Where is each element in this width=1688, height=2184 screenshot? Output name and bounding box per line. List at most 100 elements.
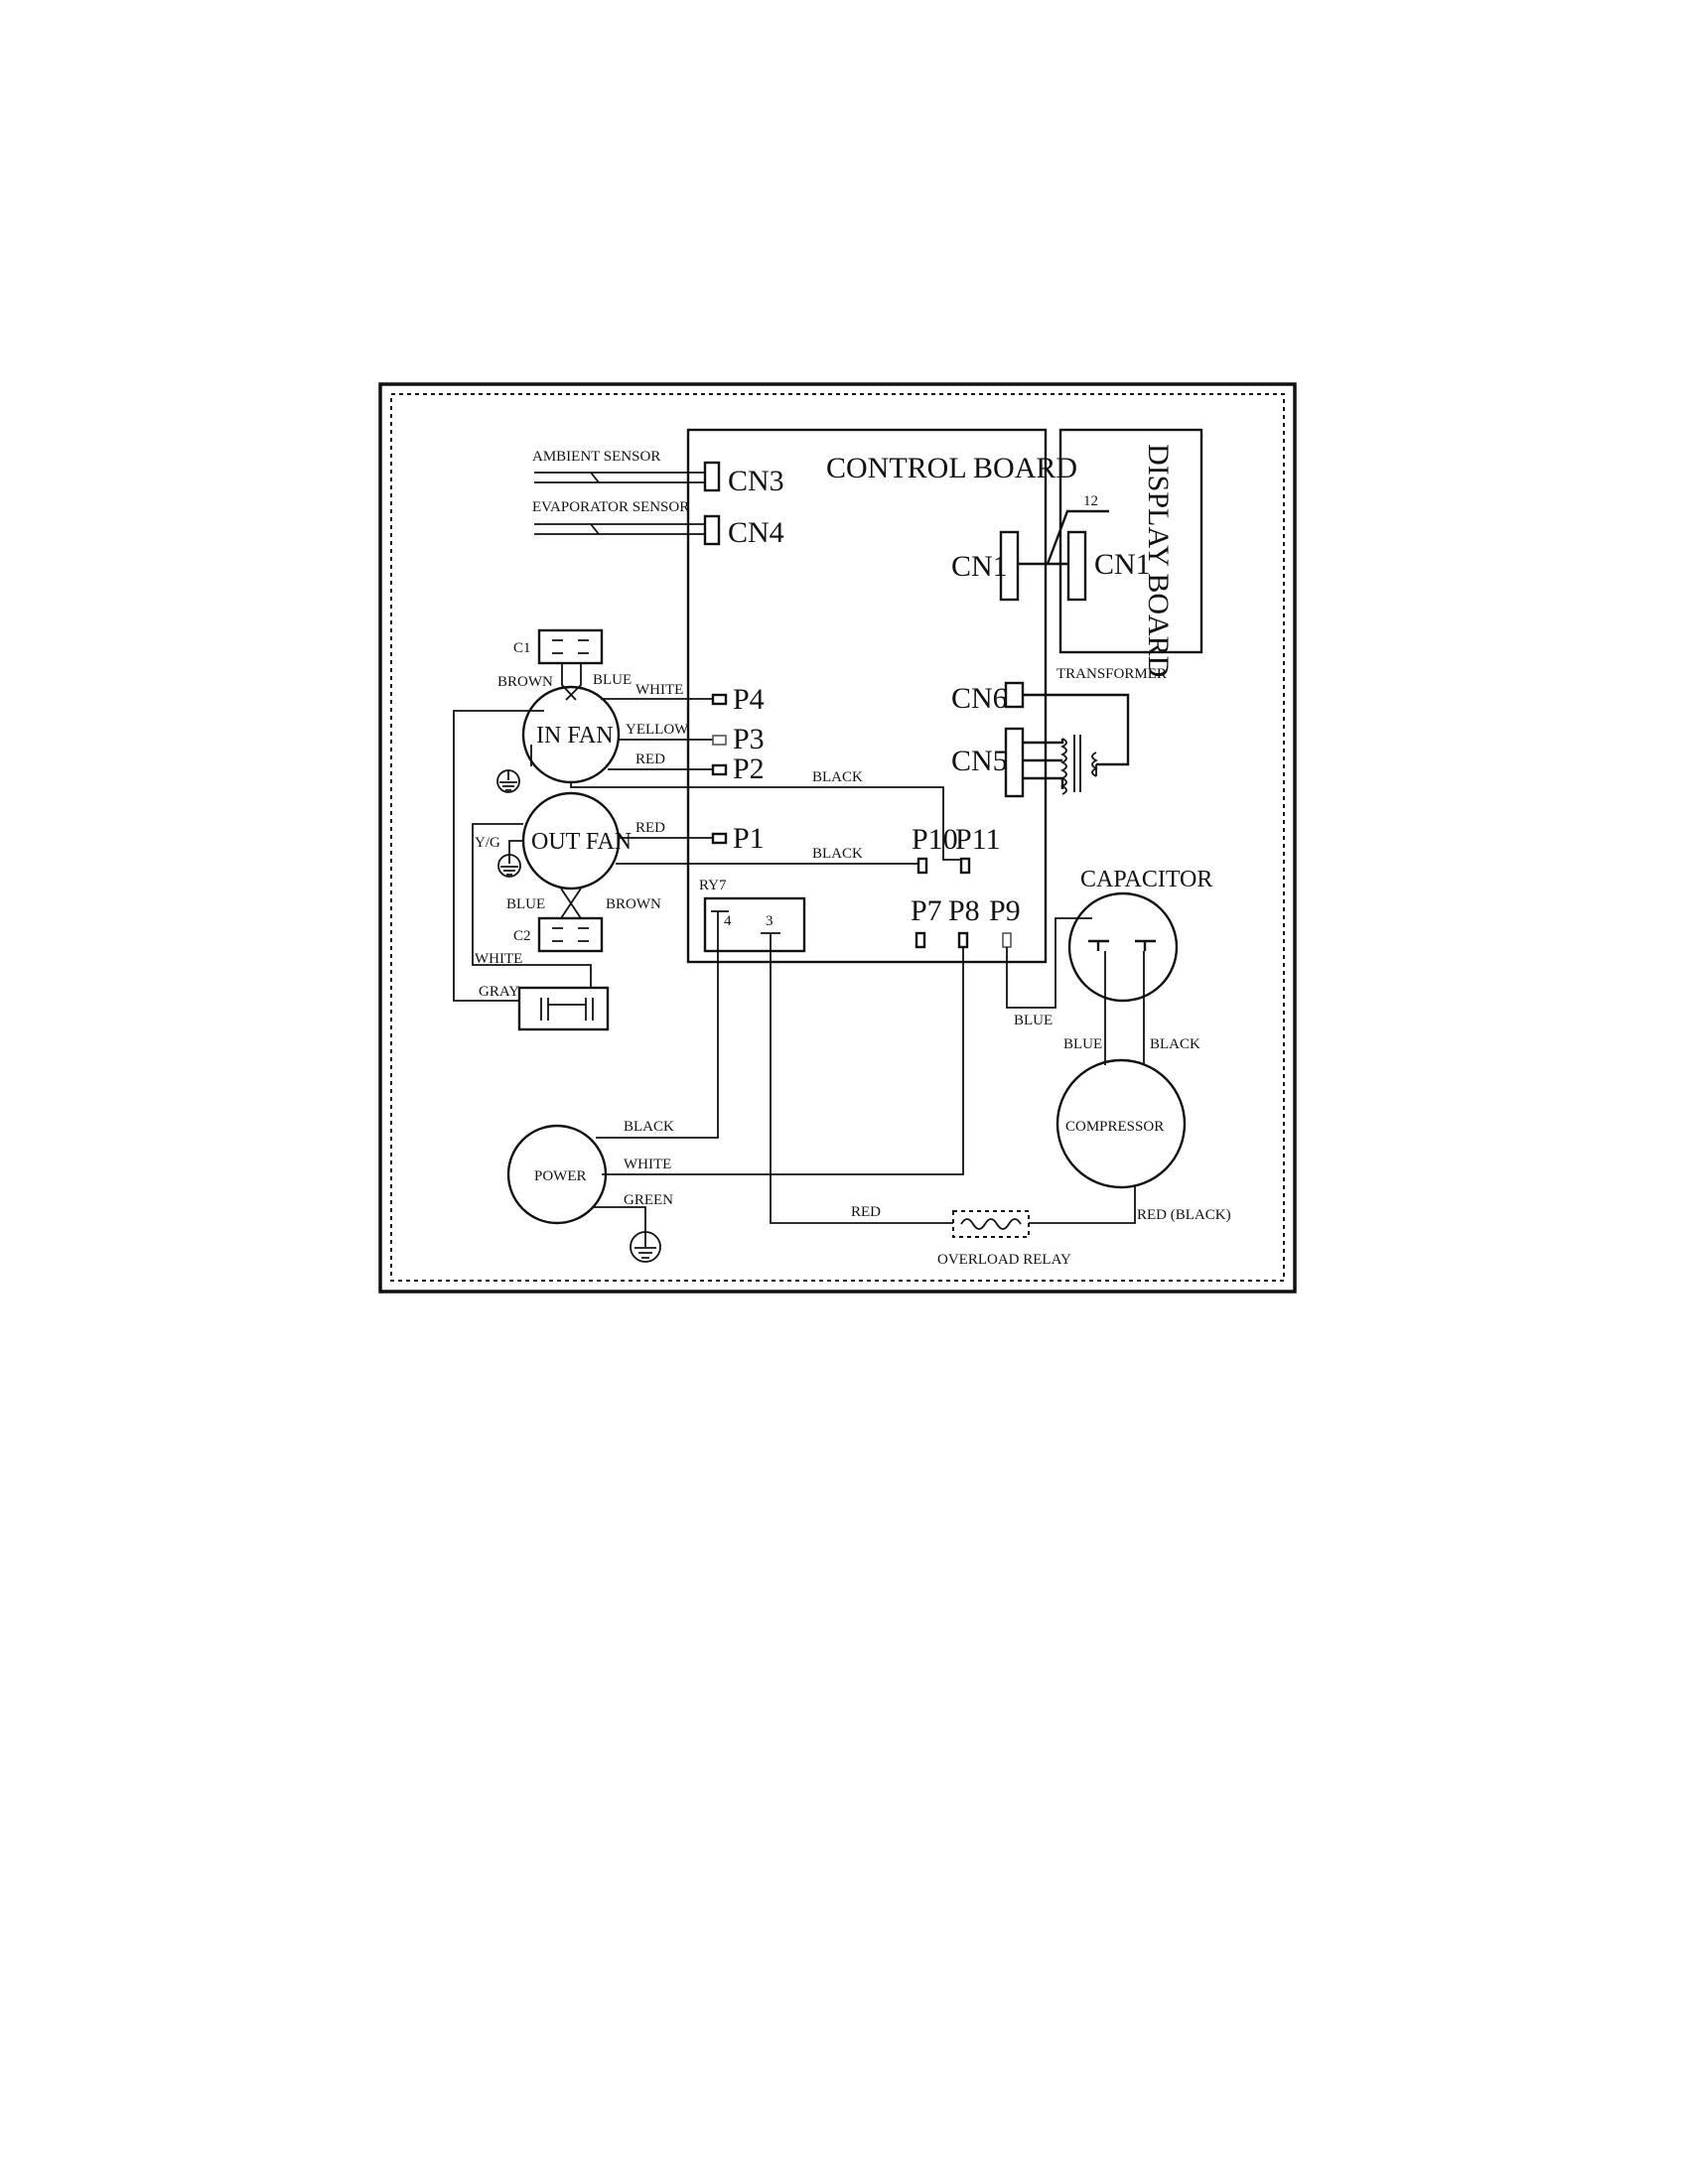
- ry7-relay: [703, 896, 806, 953]
- p2-label: P2: [733, 752, 765, 785]
- outer-frame: [378, 382, 1297, 1294]
- ry7-pin3-label: 3: [766, 913, 774, 929]
- red-p1-label: RED: [635, 820, 665, 836]
- overload-relay-label: OVERLOAD RELAY: [937, 1252, 1071, 1268]
- display-board-label: DISPLAY BOARD: [1142, 444, 1175, 677]
- p11-label: P11: [955, 823, 1001, 856]
- ry7-pin4-label: 4: [724, 913, 732, 929]
- white-p4-label: WHITE: [635, 682, 683, 698]
- compressor: [1055, 1058, 1187, 1189]
- red-p2-label: RED: [635, 751, 665, 767]
- p7-label: P7: [911, 894, 942, 927]
- c2-capacitor: [537, 916, 604, 953]
- c2-label: C2: [513, 928, 531, 944]
- p2-terminal: [711, 763, 728, 776]
- transformer-coil: [1059, 735, 1099, 795]
- p10-terminal: [916, 857, 928, 875]
- p7-terminal: [914, 931, 926, 949]
- display-cn1-connector: [1066, 530, 1087, 602]
- switch-block: [517, 986, 610, 1031]
- out-fan-label: OUT FAN: [531, 829, 632, 855]
- wire-12-label: 12: [1083, 493, 1098, 509]
- red-overload-wire: [770, 933, 953, 1224]
- evaporator-sensor-label: EVAPORATOR SENSOR: [532, 499, 689, 515]
- display-cn1-label: CN1: [1094, 548, 1151, 581]
- blue-p9-wire: [1006, 917, 1092, 1009]
- p3-terminal: [712, 735, 727, 746]
- black-p10-label: BLACK: [812, 846, 863, 862]
- c2-from-outfan: [560, 887, 582, 919]
- yellow-p3-label: YELLOW: [626, 722, 689, 738]
- capacitor-compressor-wires: [1104, 951, 1145, 1065]
- p8-label: P8: [948, 894, 980, 927]
- cn3-connector: [703, 461, 721, 492]
- blue-c2-label: BLUE: [506, 896, 545, 912]
- red-black-label: RED (BLACK): [1137, 1207, 1231, 1223]
- overload-relay: [952, 1210, 1030, 1238]
- overload-relay-element: [960, 1218, 1022, 1230]
- black-power-label: BLACK: [624, 1119, 674, 1135]
- p9-terminal: [1002, 932, 1012, 948]
- black-power-wire: [596, 938, 719, 1139]
- out-fan-ground-symbol: [500, 840, 523, 876]
- white-power-wire: [602, 947, 964, 1175]
- cn5-label: CN5: [951, 745, 1008, 777]
- gray-label: GRAY: [479, 984, 519, 1000]
- p4-label: P4: [733, 683, 765, 716]
- cn6-label: CN6: [951, 682, 1008, 715]
- p3-label: P3: [733, 723, 765, 755]
- black-comp-label: BLACK: [1150, 1036, 1200, 1052]
- cn6-connector: [1004, 681, 1025, 709]
- capacitor-plates: [1088, 939, 1156, 951]
- p1-terminal: [711, 832, 728, 845]
- c1-label: C1: [513, 640, 531, 656]
- power-label: POWER: [534, 1168, 587, 1184]
- power-ground-symbol: [634, 1231, 656, 1259]
- blue-c1-label: BLUE: [593, 672, 632, 688]
- control-cn1-label: CN1: [951, 550, 1008, 583]
- cn3-label: CN3: [728, 465, 784, 497]
- yg-label: Y/G: [475, 835, 500, 851]
- cn4-label: CN4: [728, 516, 784, 549]
- ambient-sensor-wire: [534, 472, 705, 483]
- green-power-wire: [594, 1206, 646, 1231]
- control-board-label: CONTROL BOARD: [826, 452, 1077, 484]
- in-fan-ground-symbol: [499, 770, 517, 791]
- control-cn1-connector: [999, 530, 1020, 602]
- c2-plates: [552, 927, 589, 942]
- transformer-label: TRANSFORMER: [1056, 666, 1167, 682]
- display-board: [1058, 428, 1203, 654]
- evaporator-sensor-symbol: [590, 523, 600, 535]
- blue-comp-label: BLUE: [1063, 1036, 1102, 1052]
- c1-to-infan: [561, 663, 582, 701]
- evaporator-sensor-wire: [534, 523, 705, 535]
- cn4-connector: [703, 514, 721, 546]
- blue-p9-label: BLUE: [1014, 1013, 1053, 1028]
- inner-dashed-frame: [390, 393, 1285, 1282]
- c1-capacitor: [537, 628, 604, 665]
- white-c2-label: WHITE: [475, 951, 522, 967]
- in-fan-label: IN FAN: [536, 723, 614, 749]
- switch-block-contacts: [540, 998, 594, 1021]
- red-black-wire: [1029, 1186, 1136, 1224]
- cn5-connector: [1004, 727, 1025, 798]
- black-p11-wire: [570, 782, 961, 861]
- white-power-label: WHITE: [624, 1157, 671, 1172]
- ambient-sensor-symbol: [590, 472, 600, 483]
- ry7-label: RY7: [699, 878, 727, 893]
- gray-wire: [453, 710, 544, 1002]
- p1-label: P1: [733, 822, 765, 855]
- compressor-label: COMPRESSOR: [1065, 1119, 1164, 1135]
- c1-plates: [552, 639, 589, 654]
- capacitor: [1067, 891, 1179, 1003]
- transformer-wiring: [1023, 693, 1130, 789]
- white-c2-wire: [472, 823, 592, 995]
- p8-terminal: [957, 931, 969, 949]
- ambient-sensor-label: AMBIENT SENSOR: [532, 449, 660, 465]
- black-p11-label: BLACK: [812, 769, 863, 785]
- p11-terminal: [959, 857, 971, 875]
- green-power-label: GREEN: [624, 1192, 673, 1208]
- red-overload-label: RED: [851, 1204, 881, 1220]
- brown-c1-label: BROWN: [497, 674, 553, 690]
